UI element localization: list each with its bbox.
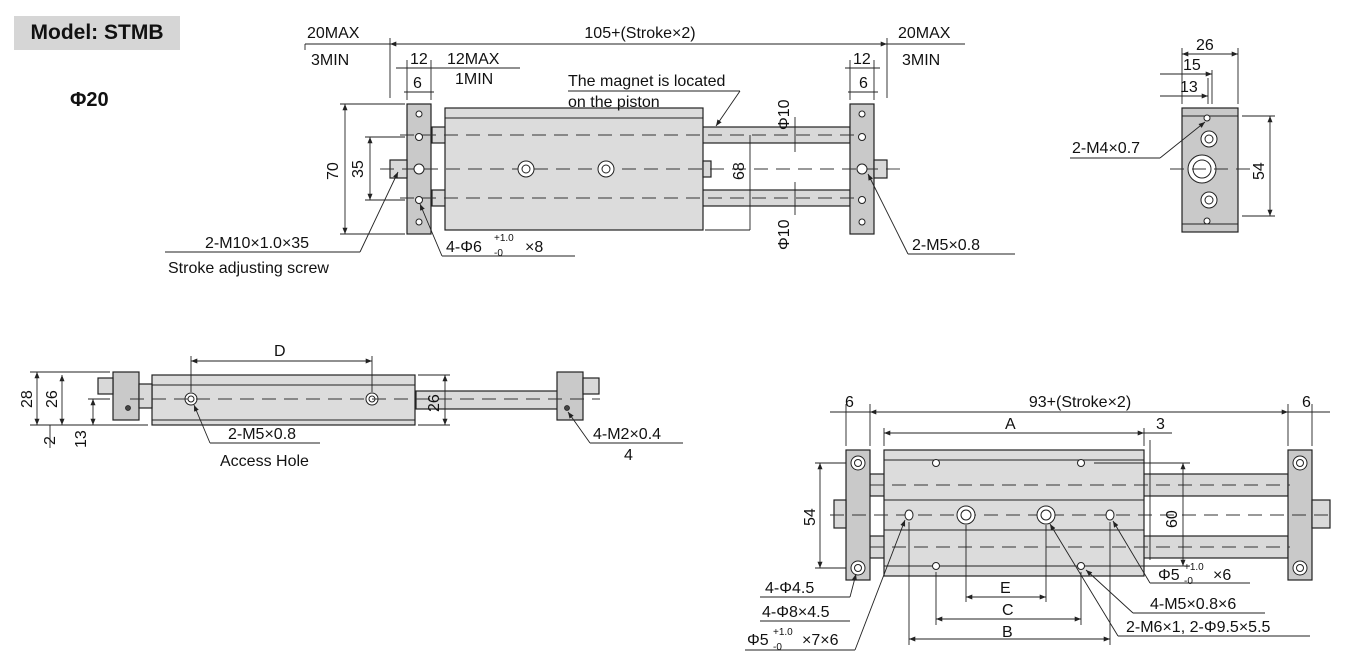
overall-length-dim: 105+(Stroke×2) [584, 25, 695, 42]
bottom-plate-left: 6 [845, 394, 854, 411]
side-right-screw [582, 377, 600, 395]
bottom-plate-right: 6 [1302, 394, 1311, 411]
dim-e: E [1000, 580, 1011, 597]
tap-spec-2: 2-M6×1, 2-Φ9.5×5.5 [1126, 619, 1271, 636]
svg-text:×8: ×8 [525, 239, 543, 256]
rod-dia-bottom: Φ10 [776, 219, 793, 250]
pin-spec: Φ5 +1.0 -0 ×6 [1158, 562, 1231, 587]
height-total: 70 [325, 162, 342, 180]
small-thread-depth: 4 [624, 447, 633, 464]
left-plate-holes [413, 110, 425, 226]
bottom-right-screw [1311, 499, 1331, 529]
magnet-note-2: on the piston [568, 94, 660, 111]
svg-text:×6: ×6 [1213, 567, 1231, 584]
bottom-height-54: 54 [802, 508, 819, 526]
right-plate-inner: 6 [859, 75, 868, 92]
svg-text:Φ5: Φ5 [1158, 567, 1180, 584]
bottom-cylinder-body [883, 449, 1145, 577]
end-view: 26 15 13 54 2-M4×0.7 [1070, 37, 1275, 233]
end-height: 54 [1251, 162, 1268, 180]
top-view: 105+(Stroke×2) 20MAX 3MIN 20MAX 3MIN 12 … [165, 25, 1015, 277]
stroke-screw-name: Stroke adjusting screw [168, 260, 329, 277]
left-plate-inner: 6 [413, 75, 422, 92]
end-width-total: 26 [1196, 37, 1214, 54]
svg-text:×7×6: ×7×6 [802, 632, 839, 649]
side-height-hole: 13 [73, 430, 90, 448]
right-stop-max: 20MAX [898, 25, 951, 42]
right-plate-holes [856, 110, 868, 226]
hole-spec-c: Φ5 +1.0 -0 ×7×6 [747, 627, 839, 653]
side-height-body: 26 [44, 390, 61, 408]
height-half: 35 [350, 160, 367, 178]
side-left-screw [97, 377, 114, 395]
dim-3: 3 [1156, 416, 1165, 433]
access-hole-label: Access Hole [220, 453, 309, 470]
model-label: Model: STMB [14, 16, 180, 50]
right-stop-min: 3MIN [902, 52, 940, 69]
right-plate-width: 12 [853, 51, 871, 68]
bore-label: Φ20 [70, 89, 109, 111]
bottom-overall-length: 93+(Stroke×2) [1029, 394, 1131, 411]
tap-spec: 4-M5×0.8×6 [1150, 596, 1236, 613]
side-height-right: 26 [426, 394, 443, 412]
rod-pitch: 68 [731, 162, 748, 180]
dim-a: A [1005, 416, 1016, 433]
side-right-plate [556, 371, 584, 421]
svg-text:-0: -0 [1184, 576, 1193, 587]
rod-dia-top: Φ10 [776, 99, 793, 130]
svg-text:+1.0: +1.0 [1184, 562, 1204, 573]
top-cylinder-body [444, 107, 704, 231]
side-height-total: 28 [19, 390, 36, 408]
svg-text:-0: -0 [773, 642, 782, 653]
side-height-base: 2 [42, 436, 59, 445]
svg-text:+1.0: +1.0 [494, 233, 514, 244]
top-port-spec: 2-M5×0.8 [912, 237, 980, 254]
svg-text:4-Φ6: 4-Φ6 [446, 239, 482, 256]
end-width-small: 13 [1180, 79, 1198, 96]
dim-d: D [274, 343, 286, 360]
dim-b: B [1002, 624, 1013, 641]
adjust-max: 12MAX [447, 51, 500, 68]
side-view: D 28 26 2 13 26 2-M5×0.8 Access Hole 4-M… [19, 343, 683, 470]
stroke-screw-spec: 2-M10×1.0×35 [205, 235, 309, 252]
svg-text:+1.0: +1.0 [773, 627, 793, 638]
bottom-left-screw [833, 499, 847, 529]
end-width-mid: 15 [1183, 57, 1201, 74]
end-thread-spec: 2-M4×0.7 [1072, 140, 1140, 157]
svg-text:Φ5: Φ5 [747, 632, 769, 649]
svg-text:-0: -0 [494, 248, 503, 259]
bottom-height-60: 60 [1164, 510, 1181, 528]
left-stop-min: 3MIN [311, 52, 349, 69]
access-port-spec: 2-M5×0.8 [228, 426, 296, 443]
small-thread-spec: 4-M2×0.4 [593, 426, 661, 443]
side-left-plate [112, 371, 140, 421]
hole-spec-b: 4-Φ8×4.5 [762, 604, 830, 621]
adjust-min: 1MIN [455, 71, 493, 88]
mount-holes-note: 4-Φ6 +1.0 -0 ×8 [446, 233, 543, 259]
hole-spec-a: 4-Φ4.5 [765, 580, 814, 597]
left-stop-max: 20MAX [307, 25, 360, 42]
dim-c: C [1002, 602, 1014, 619]
left-plate-width: 12 [410, 51, 428, 68]
magnet-note-1: The magnet is located [568, 73, 725, 90]
bottom-view: 6 93+(Stroke×2) 6 A 3 54 60 E C B [745, 394, 1335, 653]
